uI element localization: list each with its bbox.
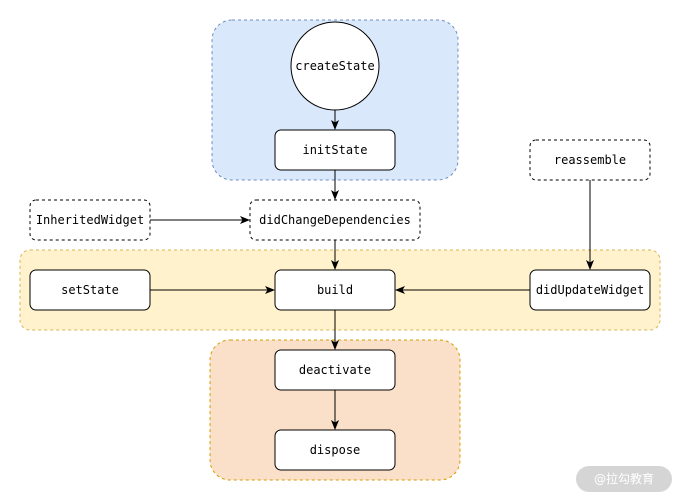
node-createState: createState: [290, 21, 380, 111]
node-label-didUpdateWidget: didUpdateWidget: [536, 283, 644, 297]
node-label-build: build: [317, 283, 353, 297]
node-label-deactivate: deactivate: [299, 363, 371, 377]
node-didChangeDependencies: didChangeDependencies: [249, 199, 421, 241]
watermark-text: @拉勾教育: [594, 471, 654, 486]
node-label-reassemble: reassemble: [554, 153, 626, 167]
node-setState: setState: [29, 269, 151, 311]
node-label-didChangeDependencies: didChangeDependencies: [259, 213, 411, 227]
node-deactivate: deactivate: [274, 349, 396, 391]
node-didUpdateWidget: didUpdateWidget: [529, 269, 651, 311]
node-label-dispose: dispose: [310, 443, 361, 457]
node-label-initState: initState: [302, 143, 367, 157]
watermark: @拉勾教育: [576, 466, 672, 492]
node-dispose: dispose: [274, 429, 396, 471]
node-label-inheritedWidget: InheritedWidget: [36, 213, 144, 227]
node-inheritedWidget: InheritedWidget: [29, 199, 151, 241]
edges: [150, 110, 594, 430]
node-label-setState: setState: [61, 283, 119, 297]
node-initState: initState: [274, 129, 396, 171]
node-build: build: [274, 269, 396, 311]
node-label-createState: createState: [295, 59, 374, 73]
node-reassemble: reassemble: [529, 139, 651, 181]
